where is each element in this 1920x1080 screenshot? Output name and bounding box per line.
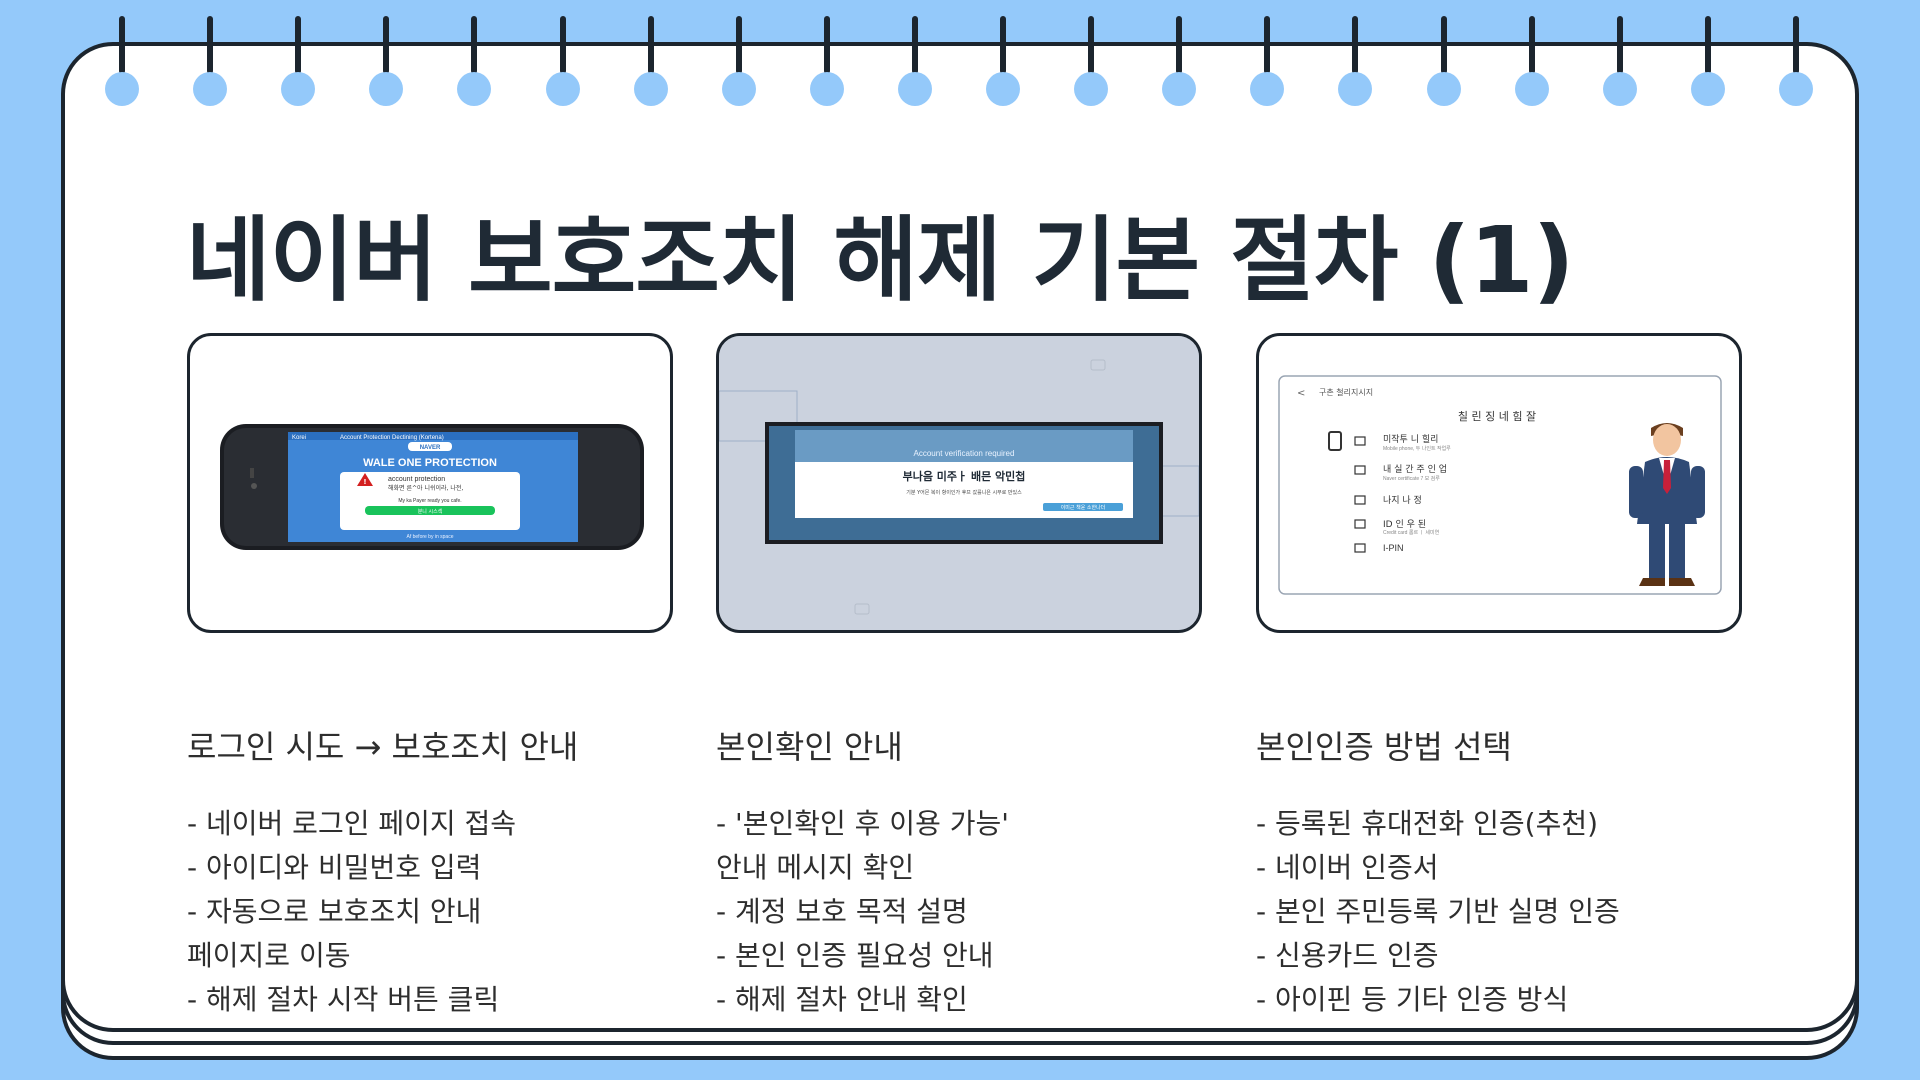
dialog-confirm-label: 이미근 책윤 소한나더 [1061,504,1106,511]
list-item: - 해제 절차 안내 확인 [716,983,968,1016]
phone-footer: Af before by in space [407,534,454,540]
option-checkbox-2 [1354,495,1366,505]
list-item: - 네이버 인증서 [1256,851,1439,884]
list-item: 페이지로 이동 [187,939,351,972]
binding-ring [1162,16,1197,106]
option-sub-3: Credit card 롬르 ㅣ 세미연 [1383,529,1440,536]
option-checkbox-1 [1354,465,1366,475]
binding-ring [897,16,932,106]
binding-ring [1514,16,1549,106]
list-item: - 아이디와 비밀번호 입력 [187,851,482,884]
option-label-0: 미작투 니 힐리 [1383,433,1438,445]
back-chevron-icon: < [1297,388,1305,399]
list-item: - 등록된 휴대전화 인증(추천) [1256,807,1599,840]
dialog-subtitle: 해화면 른^아 니쉬이라, 나전, [388,484,463,492]
list-item: - 신용카드 인증 [1256,939,1439,972]
spiral-binding [0,0,1920,106]
list-item: - 해제 절차 시작 버튼 클릭 [187,983,500,1016]
column-heading: 본인확인 안내 [716,728,903,766]
option-label-3: ID 인 우 된 [1383,518,1426,530]
binding-ring [545,16,580,106]
card-auth-method-screenshot: < 구촌 철리지시지 칠 린 징 네 힘 잘 미작투 니 힐리 Mobile p… [1256,333,1742,633]
warning-icon [357,473,373,486]
step-list: - 등록된 휴대전화 인증(추천) - 네이버 인증서 - 본인 주민등록 기반… [1256,802,1736,1022]
monitor-illustration: Account verification required 부나음 미주ㅏ 배믄… [719,336,1199,630]
binding-ring [1250,16,1285,106]
back-label: 구촌 철리지시지 [1319,387,1373,397]
binding-ring [1426,16,1461,106]
binding-ring [457,16,492,106]
businessman-icon [1629,423,1705,586]
list-item: - 계정 보호 목적 설명 [716,895,968,928]
binding-ring [633,16,668,106]
option-sub-1: Naver certificate 7 모 검루 [1383,475,1440,482]
auth-heading: 칠 린 징 네 힘 잘 [1458,410,1536,423]
binding-ring [721,16,756,106]
binding-ring [1778,16,1813,106]
binding-ring [105,16,139,106]
column-heading: 로그인 시도 → 보호조치 안내 [187,728,579,766]
binding-ring [1602,16,1637,106]
step-list: - '본인확인 후 이용 가능' 안내 메시지 확인 - 계정 보호 목적 설명… [716,802,1196,1022]
binding-ring [1690,16,1725,106]
card-login-screenshot: Korei Account Protection Dectining (Kort… [187,333,673,633]
binding-ring [281,16,316,106]
list-item: - '본인확인 후 이용 가능' [716,807,1009,840]
step-list: - 네이버 로그인 페이지 접속 - 아이디와 비밀번호 입력 - 자동으로 보… [187,802,667,1022]
auth-method-illustration: < 구촌 철리지시지 칠 린 징 네 힘 잘 미작투 니 힐리 Mobile p… [1278,375,1722,595]
dialog-button [365,506,495,515]
dialog-body: 기분 Y어믄 복이 항이인가 후므 갔를니은 시무로 만있스 [906,489,1022,496]
naver-badge: NAVER [420,445,441,451]
binding-ring [1338,16,1373,106]
dialog-header: Account verification required [914,449,1015,458]
option-checkbox-4 [1354,543,1366,553]
binding-ring [986,16,1020,106]
page-title: 네이버 보호조치 해제 기본 절차 (1) [186,207,1575,314]
option-label-1: 내 실 간 주 인 업 [1383,464,1447,475]
dialog-confirm-button [1043,503,1123,511]
list-item: 안내 메시지 확인 [716,851,915,884]
option-checkbox-3 [1354,519,1366,529]
dialog-heading: 부나음 미주ㅏ 배믄 악민첩 [903,469,1026,483]
card-verification-screenshot: Account verification required 부나음 미주ㅏ 배믄… [716,333,1202,633]
dialog-title: account protection [388,476,445,483]
svg-text:!: ! [363,478,366,486]
option-sub-0: Mobile phone, 두 나인트 작업루 [1383,445,1451,452]
phone-heading: WALE ONE PROTECTION [363,457,497,469]
dialog-button-label: 분니 시스섹 [418,508,443,515]
phone-status-left: Korei [292,435,306,441]
list-item: - 본인 주민등록 기반 실명 인증 [1256,895,1620,928]
list-item: - 아이핀 등 기타 인증 방식 [1256,983,1569,1016]
list-item: - 본인 인증 필요성 안내 [716,939,994,972]
option-checkbox-0 [1354,436,1366,446]
phone-illustration: Korei Account Protection Dectining (Kort… [220,424,644,550]
binding-ring [809,16,844,106]
column-login-attempt: 로그인 시도 → 보호조치 안내 - 네이버 로그인 페이지 접속 - 아이디와… [187,722,667,1022]
option-label-2: 나지 나 정 [1383,495,1422,506]
binding-ring [369,16,404,106]
mobile-phone-icon [1328,431,1342,451]
dialog-hint: My ka Payer ready you cafe. [398,498,461,504]
binding-ring [193,16,228,106]
column-auth-method: 본인인증 방법 선택 - 등록된 휴대전화 인증(추천) - 네이버 인증서 -… [1256,722,1736,1022]
binding-ring [1074,16,1109,106]
list-item: - 네이버 로그인 페이지 접속 [187,807,517,840]
phone-status-center: Account Protection Dectining (Kortena) [340,435,444,441]
column-heading: 본인인증 방법 선택 [1256,728,1512,766]
column-identity-notice: 본인확인 안내 - '본인확인 후 이용 가능' 안내 메시지 확인 - 계정 … [716,722,1196,1022]
option-label-4: I-PIN [1383,543,1404,553]
list-item: - 자동으로 보호조치 안내 [187,895,482,928]
